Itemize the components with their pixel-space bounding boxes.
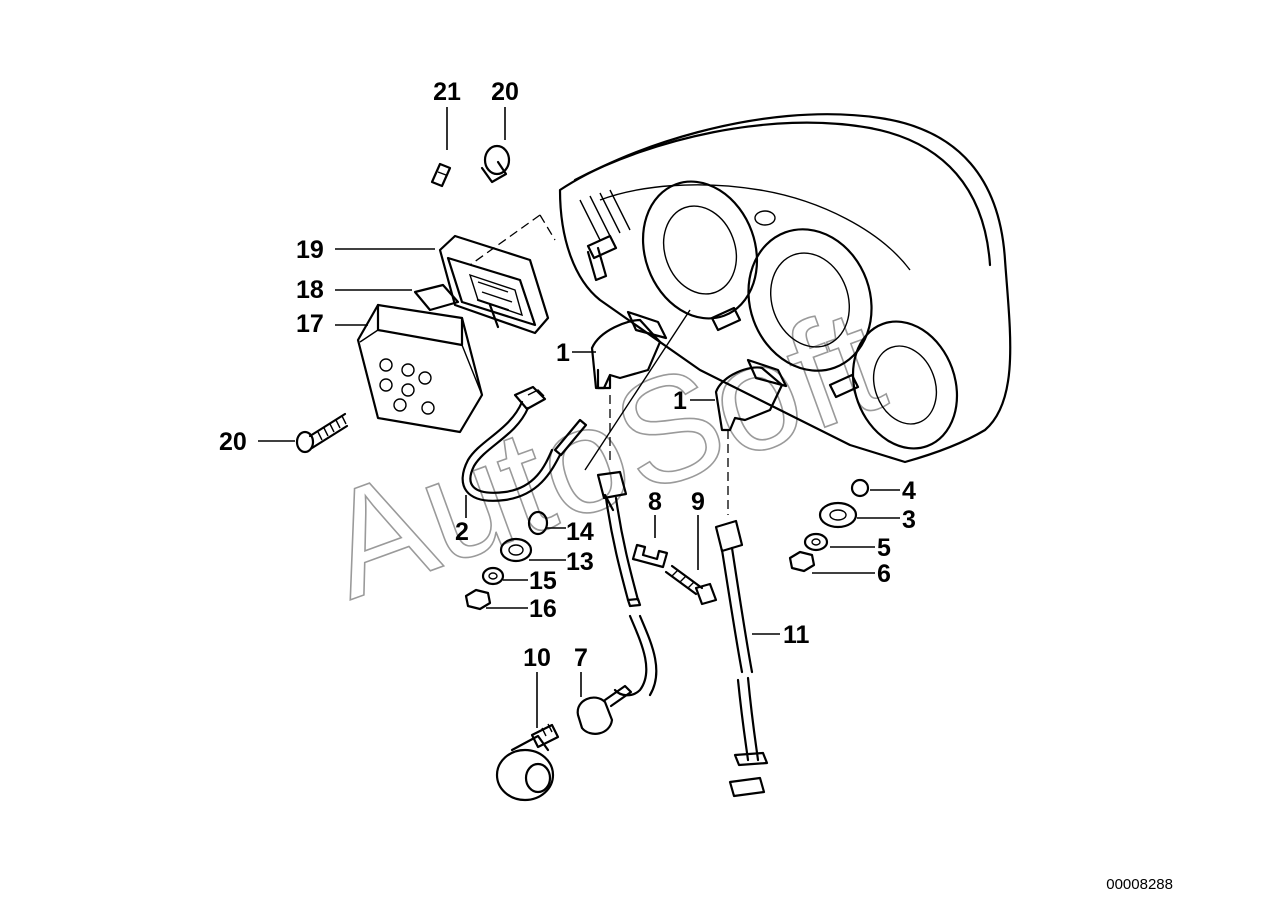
part-20-bayonet-bulb: [480, 144, 511, 184]
part-4-sleeve: [850, 478, 870, 498]
callout-17: 18: [296, 276, 324, 304]
part-1-angle-drive-left: [590, 310, 668, 390]
part-13-sleeve: [527, 510, 549, 536]
part-10-angle-drive: [495, 723, 560, 802]
part-2-drive-cable: [461, 385, 588, 502]
part-3-grommet: [818, 501, 858, 529]
callout-9: 9: [691, 488, 705, 516]
callout-18: 19: [296, 236, 324, 264]
part-14-washer: [481, 566, 505, 586]
speedometer-cable-upper: [596, 470, 642, 608]
autosoft-watermark: AutoSoft: [303, 275, 903, 631]
callout-13: 14: [566, 518, 594, 546]
callout-7: 7: [574, 644, 588, 672]
image-code: 00008288: [1106, 876, 1173, 893]
part-7-cable-nut: [576, 614, 658, 735]
callout-10: 10: [523, 644, 551, 672]
callout-16: 17: [296, 310, 324, 338]
callout-5: 5: [877, 534, 891, 562]
callout-1-right: 1: [673, 387, 687, 415]
callout-14: 15: [529, 567, 557, 595]
part-6-nut: [788, 550, 816, 573]
assembly-guide-lines: [469, 214, 729, 515]
callout-labels: 21 20 19 18 17 20 1 1 2 14 13 15 16 8 9 …: [219, 78, 916, 672]
callout-8: 8: [648, 488, 662, 516]
callout-11: 11: [783, 621, 810, 649]
part-9-bolt: [664, 564, 718, 606]
part-19-screw: [295, 412, 349, 454]
callout-20: 20: [491, 78, 519, 106]
callout-19: 20: [219, 428, 247, 456]
callout-4: 4: [902, 477, 916, 505]
callout-12: 13: [566, 548, 594, 576]
callout-21: 21: [433, 78, 461, 106]
part-5-washer: [803, 532, 829, 552]
callout-leader-lines: [258, 107, 900, 728]
callout-3: 3: [902, 506, 916, 534]
callout-6: 6: [877, 560, 891, 588]
part-18-lamp-holder-plate: [438, 234, 550, 335]
part-11-speedometer-cable: [714, 519, 769, 798]
part-21-wedge-bulb: [430, 162, 452, 188]
part-15-nut: [464, 588, 492, 611]
part-12-grommet: [499, 537, 533, 563]
part-16-indicator-housing: [356, 303, 484, 434]
callout-15: 16: [529, 595, 557, 623]
callout-2: 2: [455, 518, 469, 546]
callout-1-left: 1: [556, 339, 570, 367]
instrument-cluster-housing: [558, 113, 1012, 464]
part-1-angle-drive-right: [714, 358, 788, 432]
watermark-text: AutoSoft: [303, 275, 901, 630]
part-8-cable-clip: [631, 543, 669, 569]
part-17-gasket: [413, 283, 460, 312]
